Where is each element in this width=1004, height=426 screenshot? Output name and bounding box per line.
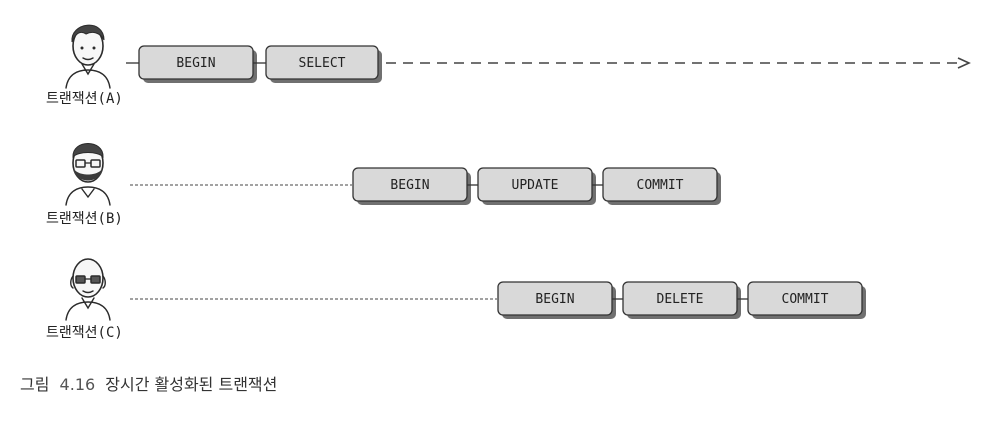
statement-label: BEGIN xyxy=(535,292,574,307)
statement-label: BEGIN xyxy=(176,56,215,71)
svg-text:그림 4.16 장시간 활성화된 트: 그림 4.16 장시간 활성화된 트랜잭션 xyxy=(20,375,277,394)
casual-man-icon xyxy=(65,24,111,89)
statement-box-begin: BEGIN xyxy=(352,167,471,205)
figure-caption: 그림 4.16 장시간 활성화된 트랜잭션 xyxy=(20,375,277,394)
statement-box-begin: BEGIN xyxy=(138,45,257,83)
statement-box-commit: COMMIT xyxy=(747,281,866,319)
statement-box-update: UPDATE xyxy=(477,167,596,205)
statement-label: SELECT xyxy=(299,56,346,71)
statement-label: UPDATE xyxy=(512,178,559,193)
transaction-c-label: 트랜잭션(C) xyxy=(46,325,123,341)
caption-text: 장시간 활성화된 트랜잭션 xyxy=(105,375,277,394)
bearded-man-with-glasses-icon xyxy=(65,143,111,206)
caption-number: 4.16 xyxy=(60,375,96,394)
statement-label: COMMIT xyxy=(637,178,684,193)
transaction-a-row: 트랜잭션(A) BEGIN SELECT xyxy=(46,24,971,107)
statement-box-begin: BEGIN xyxy=(497,281,616,319)
transaction-b-row: 트랜잭션(B) BEGIN UPDATE COMMIT xyxy=(46,143,721,227)
statement-box-select: SELECT xyxy=(265,45,382,83)
statement-box-delete: DELETE xyxy=(622,281,741,319)
statement-label: BEGIN xyxy=(390,178,429,193)
arrow-head-icon xyxy=(957,57,971,69)
bald-man-with-glasses-icon xyxy=(65,258,111,321)
statement-box-commit: COMMIT xyxy=(602,167,721,205)
transaction-b-label: 트랜잭션(B) xyxy=(46,211,123,227)
transaction-c-row: 트랜잭션(C) BEGIN DELETE COMMIT xyxy=(46,258,866,341)
caption-prefix: 그림 xyxy=(20,375,49,394)
transaction-a-label: 트랜잭션(A) xyxy=(46,91,123,107)
statement-label: COMMIT xyxy=(782,292,829,307)
statement-label: DELETE xyxy=(657,292,704,307)
